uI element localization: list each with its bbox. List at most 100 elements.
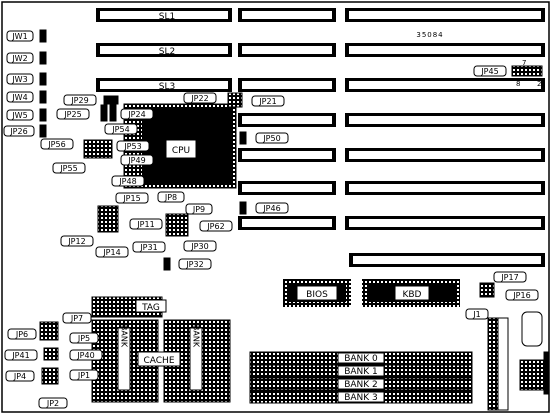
- jp46-label: JP46: [262, 204, 280, 213]
- jp46-box: [255, 202, 289, 214]
- bios-chip: BIOS: [283, 279, 351, 307]
- jp50-box: [255, 132, 289, 144]
- middle-jumper-cluster: JP15 JP8 JP9 JP11 JP62 JP12 JP14 JP31 JP…: [60, 191, 233, 271]
- jw2-label: JW2: [11, 54, 27, 63]
- jp56-label: JP56: [47, 140, 65, 149]
- jp29-box: [63, 94, 97, 106]
- jp16-box: [505, 289, 539, 301]
- jp45-pin-2: 2: [537, 80, 541, 88]
- jp21-label: JP21: [258, 97, 276, 106]
- jp62-box: [199, 220, 233, 232]
- jp14-label: JP14: [102, 248, 120, 257]
- jp2-box: [38, 397, 68, 409]
- jp29-label: JP29: [70, 96, 88, 105]
- bank-right-label: BANK: [192, 325, 201, 348]
- jp54-label: JP54: [111, 125, 129, 134]
- jp30-box: [183, 240, 217, 252]
- jp45-box: [473, 65, 507, 77]
- jp11-label: JP11: [136, 220, 154, 229]
- jp50-label: JP50: [262, 134, 280, 143]
- jp12-label: JP12: [67, 237, 85, 246]
- right-slot-column: [345, 8, 545, 267]
- cache-label: CACHE: [143, 356, 174, 366]
- jp17-jp16-j1: JP17 JP16 J1: [465, 271, 539, 320]
- jp25-label: JP25: [63, 110, 81, 119]
- jp55-box: [52, 162, 86, 174]
- jp40-box: [69, 349, 103, 361]
- jp32-box: [178, 258, 212, 270]
- simm-bank-0-label: BANK 0: [344, 354, 378, 364]
- middle-slot-column: [238, 8, 336, 230]
- upper-jumper-cluster: JP29 JP25 JP24 JP54 JP56 JP53 JP49 JP55 …: [40, 94, 154, 187]
- jp6-box: [7, 328, 37, 340]
- jp31-box: [132, 241, 166, 253]
- jp50: JP50: [239, 131, 289, 145]
- jp6-label: JP6: [15, 330, 28, 339]
- kbd-label: KBD: [402, 290, 421, 300]
- jp49-box: [120, 154, 154, 166]
- left-slot-column: SL1 SL2 SL3: [96, 8, 232, 92]
- jp9-box: [185, 203, 213, 215]
- jp55-label: JP55: [59, 164, 77, 173]
- jp1-box: [69, 369, 99, 381]
- cpu-label: CPU: [172, 146, 190, 156]
- jp5-label: JP5: [77, 334, 90, 343]
- simm-banks: BANK 0 BANK 1 BANK 2 BANK 3: [249, 351, 473, 404]
- jp4-label: JP4: [13, 372, 26, 381]
- jp22-box: [183, 92, 217, 104]
- slot-sl2-label: SL2: [159, 47, 175, 57]
- jw3-label: JW3: [11, 75, 27, 84]
- jp15-box: [115, 192, 149, 204]
- jp45-label: JP45: [480, 67, 498, 76]
- jp22-label: JP22: [190, 94, 208, 103]
- jp21-box: [251, 95, 285, 107]
- jp48-label: JP48: [118, 177, 136, 186]
- jp45-pin-8: 8: [516, 80, 520, 88]
- jp56-box: [40, 138, 74, 150]
- jw5-label: JW5: [11, 111, 27, 120]
- jw1-box: [6, 30, 34, 42]
- jp45: JP45 7 8 2: [473, 59, 543, 88]
- jp14-box: [95, 246, 129, 258]
- simm-bank-1-label: BANK 1: [344, 367, 378, 377]
- jp45-pin-7: 7: [522, 59, 526, 67]
- jp7-label: JP7: [70, 314, 83, 323]
- cache-area: TAG BANK BANK CACHE: [91, 296, 231, 403]
- slot-sl1-label: SL1: [159, 12, 175, 22]
- jp53-box: [116, 140, 150, 152]
- jp8-label: JP8: [164, 193, 177, 202]
- jp54-box: [104, 123, 138, 135]
- jp1-label: JP1: [77, 371, 90, 380]
- jp16-label: JP16: [512, 291, 530, 300]
- jp41-box: [4, 349, 38, 361]
- jp17-label: JP17: [500, 273, 518, 282]
- jp48-box: [111, 175, 145, 187]
- jp40-label: JP40: [76, 351, 94, 360]
- jp17-box: [493, 271, 527, 283]
- jw3-box: [6, 73, 34, 85]
- jp7-box: [62, 312, 92, 324]
- jw-column: JW1 JW2 JW3 JW4 JW5 JP26: [3, 29, 47, 138]
- j1-label: J1: [472, 310, 480, 319]
- jp8-box: [157, 191, 185, 203]
- jw4-box: [6, 91, 34, 103]
- board-code: 35084: [416, 31, 443, 39]
- jw2-box: [6, 52, 34, 64]
- jp4-box: [5, 370, 35, 382]
- jp46: JP46: [239, 201, 289, 215]
- jp31-label: JP31: [139, 243, 157, 252]
- jp62-label: JP62: [206, 222, 224, 231]
- jp12-box: [60, 235, 94, 247]
- jp2-label: JP2: [46, 399, 59, 408]
- simm-bank-2-label: BANK 2: [344, 380, 378, 390]
- jp26-label: JP26: [9, 127, 27, 136]
- jp53-label: JP53: [123, 142, 141, 151]
- jp25-box: [56, 108, 90, 120]
- jp15-label: JP15: [122, 194, 140, 203]
- jp32-label: JP32: [185, 260, 203, 269]
- jp30-label: JP30: [190, 242, 208, 251]
- jw5-box: [6, 109, 34, 121]
- jw4-label: JW4: [11, 93, 27, 102]
- jw1-label: JW1: [11, 32, 27, 41]
